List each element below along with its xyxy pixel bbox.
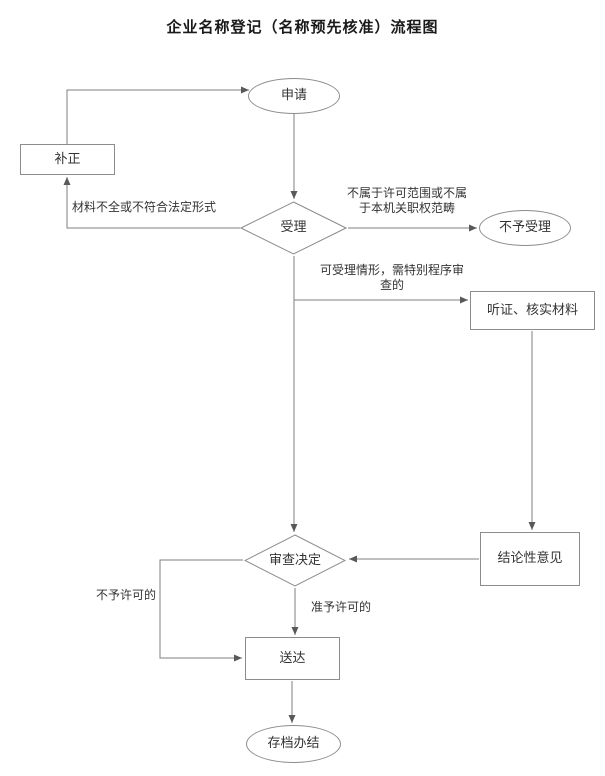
node-conclusive-opinion-label: 结论性意见 xyxy=(497,551,563,567)
edge-label-permitted: 准予许可的 xyxy=(311,600,372,614)
node-correction-label: 补正 xyxy=(54,151,81,167)
node-acceptance-label: 受理 xyxy=(280,220,307,236)
node-hearing: 听证、核实材料 xyxy=(470,291,595,330)
node-archive: 存档办结 xyxy=(246,725,341,763)
diamond-shape xyxy=(240,201,347,255)
node-review-decision: 审查决定 xyxy=(244,534,346,587)
node-delivery: 送达 xyxy=(245,637,340,680)
node-not-accepted-label: 不予受理 xyxy=(498,220,551,236)
node-review-decision-label: 审查决定 xyxy=(268,552,321,568)
edge-correction-to-apply xyxy=(66,86,249,144)
node-delivery-label: 送达 xyxy=(279,650,306,666)
edge-review-to-delivery-denied xyxy=(159,559,243,662)
node-acceptance: 受理 xyxy=(240,201,347,255)
diamond-shape xyxy=(244,534,346,587)
node-conclusive-opinion: 结论性意见 xyxy=(480,532,580,586)
edge-label-not-permitted: 不予许可的 xyxy=(96,588,157,602)
node-apply: 申请 xyxy=(248,78,340,114)
edge-acceptance-to-correction xyxy=(63,177,240,229)
edge-label-out-of-scope: 不属于许可范围或不属于本机关职权范畴 xyxy=(346,186,467,215)
node-hearing-label: 听证、核实材料 xyxy=(486,302,578,318)
node-correction: 补正 xyxy=(20,144,115,175)
edge-label-materials-incomplete: 材料不全或不符合法定形式 xyxy=(72,200,217,214)
node-archive-label: 存档办结 xyxy=(267,736,320,752)
node-apply-label: 申请 xyxy=(280,88,307,104)
edge-label-special-procedure: 可受理情形，需特别程序审查的 xyxy=(319,263,464,292)
flowchart-title: 企业名称登记（名称预先核准）流程图 xyxy=(166,18,439,36)
node-not-accepted: 不予受理 xyxy=(479,210,571,246)
